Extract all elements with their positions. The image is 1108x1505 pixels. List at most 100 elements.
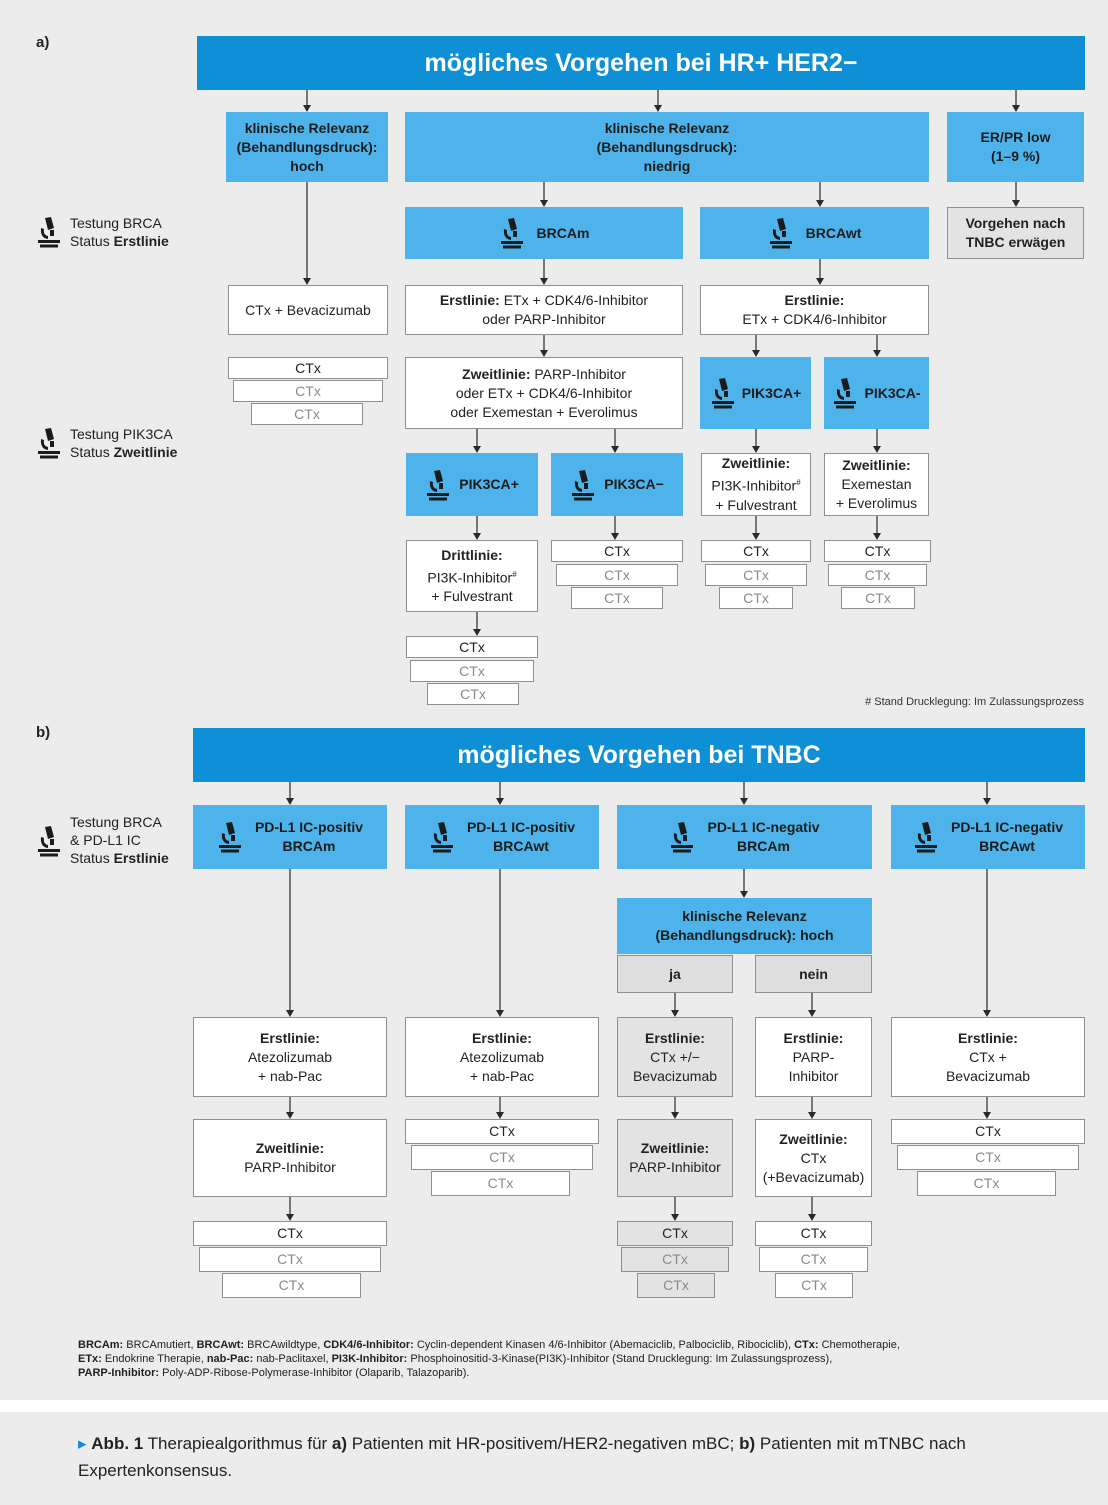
arrowhead	[540, 350, 548, 357]
microscope-icon	[572, 469, 595, 500]
arrowhead	[286, 1112, 294, 1119]
legend-term: ETx:	[78, 1353, 102, 1365]
ctx-box: CTx	[431, 1171, 570, 1196]
figure-number: Abb. 1	[91, 1434, 144, 1453]
side-note-bold: Erstlinie	[113, 850, 169, 866]
text-line: PARP-Inhibitor	[244, 1159, 336, 1175]
legend-text: Cyclin-dependent Kinasen 4/6-Inhibitor (…	[413, 1339, 795, 1351]
brcawt-label: BRCAwt	[805, 224, 862, 241]
first-line-col2-box: Erstlinie:Atezolizumab+ nab-Pac	[405, 1017, 599, 1097]
first-line-col3-box: Erstlinie:CTx +/−Bevacizumab	[617, 1017, 733, 1097]
arrowhead	[496, 798, 504, 805]
text-line: Atezolizumab	[459, 1048, 545, 1065]
arrowhead	[808, 1010, 816, 1017]
relevance-high-tnbc-box: klinische Relevanz(Behandlungsdruck): ho…	[617, 898, 872, 954]
ctx-box: CTx	[637, 1273, 715, 1298]
arrowhead	[983, 1112, 991, 1119]
text-line: ER/PR low	[980, 129, 1051, 145]
text-line: BRCAm	[737, 838, 790, 854]
caption-ref-a: a)	[331, 1434, 348, 1453]
legend-text: Endokrine Therapie,	[101, 1353, 207, 1365]
text-line: niedrig	[643, 157, 691, 174]
side-note-bold: Zweitlinie	[113, 444, 178, 460]
text-line: + nab-Pac	[257, 1067, 323, 1084]
arrowhead	[286, 798, 294, 805]
ctx-box: CTx	[233, 380, 383, 402]
line-heading: Zweitlinie:	[640, 1140, 710, 1156]
line-heading: Drittlinie:	[441, 546, 503, 563]
legend-text: Chemotherapie,	[818, 1339, 900, 1351]
ctx-box: CTx	[617, 1221, 733, 1246]
ctx-box: CTx	[251, 403, 363, 425]
text-line: PD-L1 IC-negativ	[950, 819, 1063, 835]
text-line: (Behandlungsdruck):	[596, 138, 738, 155]
second-line-col1-box: Zweitlinie:PARP-Inhibitor	[193, 1119, 387, 1197]
first-line-col1-box: Erstlinie: Atezolizumab + nab-Pac	[193, 1017, 387, 1097]
ctx-box: CTx	[705, 564, 807, 586]
microscope-icon	[38, 826, 60, 857]
pik3ca-neg-right-box: PIK3CA-	[824, 357, 929, 429]
text-line: (1–9 %)	[990, 148, 1040, 164]
text-line: Vorgehen nach	[965, 215, 1066, 231]
pik3ca-label: PIK3CA+	[741, 384, 802, 401]
side-note-line: Testung BRCA	[70, 814, 162, 830]
arrowhead	[540, 278, 548, 285]
text-line: PARP-Inhibitor	[530, 365, 626, 382]
arrowhead	[473, 629, 481, 636]
text-line: CTx +	[969, 1048, 1007, 1065]
legend-term: PI3K-Inhibitor:	[331, 1353, 408, 1365]
arrowhead	[496, 1010, 504, 1017]
side-note-line: Testung BRCA	[70, 215, 162, 231]
line-heading: Erstlinie:	[783, 1029, 844, 1046]
ctx-box: CTx	[621, 1247, 729, 1272]
third-line-box: Drittlinie:PI3K-Inhibitor#+ Fulvestrant	[406, 540, 538, 612]
arrowhead	[752, 350, 760, 357]
second-line-col4-box: Zweitlinie:CTx(+Bevacizumab)	[755, 1119, 872, 1197]
text-line: klinische Relevanz	[604, 119, 730, 136]
line-heading: Zweitlinie:	[842, 457, 911, 473]
pik3ca-pos-right-box: PIK3CA+	[700, 357, 811, 429]
microscope-icon	[38, 428, 60, 459]
panel-a-title: mögliches Vorgehen bei HR+ HER2−	[197, 36, 1085, 90]
ctx-box: CTx	[406, 636, 538, 658]
ctx-box: CTx	[719, 587, 793, 609]
legend-text: BRCAwildtype,	[244, 1339, 324, 1351]
legend-term: nab-Pac:	[206, 1353, 254, 1365]
brcam-label: BRCAm	[536, 224, 590, 241]
arrowhead	[808, 1112, 816, 1119]
relevance-low-box: klinische Relevanz (Behandlungsdruck): nie…	[405, 112, 929, 182]
side-note-line: Status	[70, 850, 114, 866]
no-box: nein	[755, 955, 872, 993]
text-line: + Fulvestrant	[715, 496, 797, 513]
arrowhead	[740, 891, 748, 898]
ctx-box: CTx	[897, 1145, 1079, 1170]
side-note-line: & PD-L1 IC	[70, 832, 141, 848]
line-heading: Erstlinie:	[260, 1029, 320, 1046]
caption-text: Patienten mit mTNBC nach Expertenkonsens…	[78, 1434, 966, 1480]
ctx-box: CTx	[410, 660, 534, 682]
text-line: CTx +/−	[650, 1048, 700, 1065]
arrowhead	[540, 200, 548, 207]
relevance-high-box: klinische Relevanz(Behandlungsdruck):hoc…	[226, 112, 388, 182]
text-line: Atezolizumab	[247, 1048, 333, 1065]
side-note-bold: Erstlinie	[113, 233, 169, 249]
microscope-icon	[430, 822, 453, 853]
panel-a-label: a)	[36, 34, 50, 51]
first-line-col5-box: Erstlinie:CTx +Bevacizumab	[891, 1017, 1085, 1097]
ctx-box: CTx	[891, 1119, 1085, 1144]
second-line-pi3k-box: Zweitlinie:PI3K-Inhibitor#+ Fulvestrant	[701, 453, 811, 516]
ctx-box: CTx	[199, 1247, 381, 1272]
side-note-line: Status	[70, 233, 114, 249]
arrowhead	[303, 278, 311, 285]
microscope-icon	[218, 822, 241, 853]
panel-b-title: mögliches Vorgehen bei TNBC	[193, 728, 1085, 782]
text-line: CTx	[800, 1149, 827, 1166]
text-line: Bevacizumab	[945, 1067, 1031, 1084]
arrowhead	[752, 533, 760, 540]
ctx-box: CTx	[824, 540, 931, 562]
caption-ref-b: b)	[739, 1434, 756, 1453]
